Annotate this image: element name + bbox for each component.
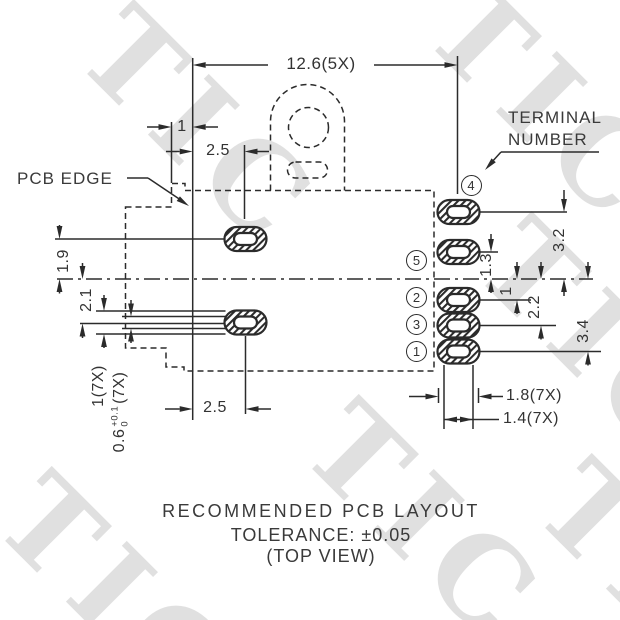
terminal-balloon-2: 2 [406, 286, 427, 308]
dim-left-pad-to-center: 1.9 [55, 249, 72, 273]
component-outline [124, 83, 435, 372]
mounting-tab-outline [269, 83, 346, 191]
pcb-edge-label: PCB EDGE [17, 169, 113, 188]
dim-overall-width: 12.6(5X) [286, 54, 356, 73]
dim-edge-offset: 1 [177, 118, 187, 135]
leader-lines [127, 151, 599, 206]
dim-center-to-pad3: 2.2 [526, 295, 543, 319]
tab-hole-circle [287, 106, 330, 149]
dim-slot-width: 1.4(7X) [503, 410, 559, 427]
dim-slot-height-base: 0.6 [111, 428, 129, 453]
terminal-number-arrow [485, 158, 496, 170]
dim-pad5-to-center: 1.3 [478, 253, 495, 277]
pad-terminal-3 [436, 312, 481, 339]
caption-view: (TOP VIEW) [266, 546, 376, 566]
terminal-number-label-line2: NUMBER [508, 130, 588, 149]
terminal-balloon-1: 1 [406, 341, 427, 362]
dim-pad-width: 1.8(7X) [506, 387, 562, 404]
dim-pad4-to-center: 3.2 [551, 228, 568, 252]
dim-center-to-pad2: 1 [498, 286, 515, 296]
tab-slot-oval [286, 161, 329, 179]
dim-pad-height: 1(7X) [90, 365, 107, 407]
dim-center-to-pad1: 3.4 [575, 319, 592, 343]
terminal-balloon-4: 4 [460, 174, 482, 196]
pad-left-lower [223, 309, 268, 336]
pad-terminal-5 [436, 238, 481, 266]
pad-terminal-4 [436, 198, 481, 226]
extension-lines [55, 56, 601, 429]
caption-title: RECOMMENDED PCB LAYOUT [162, 501, 480, 521]
pad-left-upper [223, 225, 268, 253]
pcb-edge-arrow [176, 196, 189, 206]
dim-slot-height-suffix: (7X) [111, 371, 129, 404]
terminal-balloon-5: 5 [406, 250, 427, 271]
pad-terminal-2 [436, 286, 481, 314]
dimension-lines [56, 62, 591, 423]
dim-pad-offset-bottom: 2.5 [203, 399, 227, 416]
caption-tolerance: TOLERANCE: ±0.05 [230, 525, 412, 545]
pad-terminal-1 [436, 338, 481, 365]
solder-pads [223, 198, 481, 365]
dim-center-to-left-pad2: 2.1 [78, 288, 95, 312]
dim-pad-offset-top: 2.5 [206, 142, 230, 159]
terminal-number-label-line1: TERMINAL [508, 108, 602, 127]
terminal-balloon-3: 3 [406, 313, 427, 335]
